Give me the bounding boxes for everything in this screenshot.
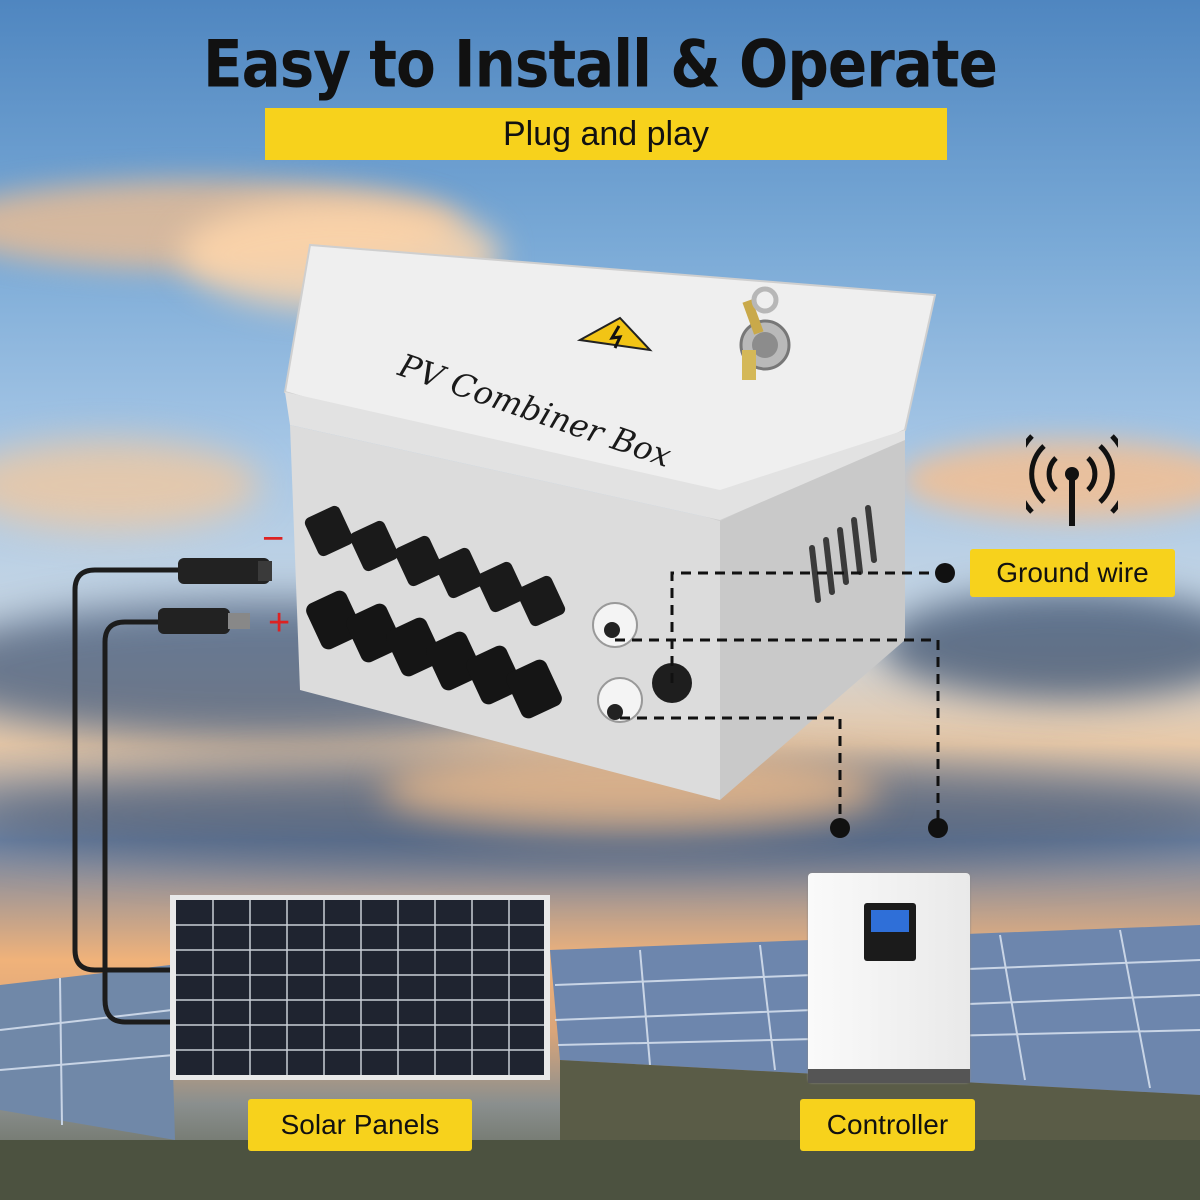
subtitle-banner: Plug and play [265,108,947,160]
controller-unit [808,873,970,1083]
solar-panel [170,895,550,1080]
dashed-wiring [615,571,945,828]
cloud [880,590,1200,700]
ground-wire-label: Ground wire [970,549,1175,597]
controller-display [864,903,916,961]
negative-sign: − [262,518,285,560]
positive-sign: + [268,602,291,644]
cloud [0,440,260,530]
controller-lcd [871,910,909,932]
wire-terminal-dot [830,818,850,838]
controller-base [808,1069,970,1083]
key-icon [739,286,791,380]
wire-terminal-dot [928,818,948,838]
mc4-connectors-negative [304,505,566,627]
wifi-signal-icon [1026,434,1118,526]
solar-panels-label: Solar Panels [248,1099,472,1151]
input-cables [72,567,180,1025]
input-connectors [158,558,272,634]
warning-icon [576,316,653,352]
controller-label: Controller [800,1099,975,1151]
wire-terminal-dot [935,563,955,583]
combiner-box [283,243,937,800]
mc4-connectors-positive [306,590,562,719]
headline: Easy to Install & Operate [203,25,998,103]
